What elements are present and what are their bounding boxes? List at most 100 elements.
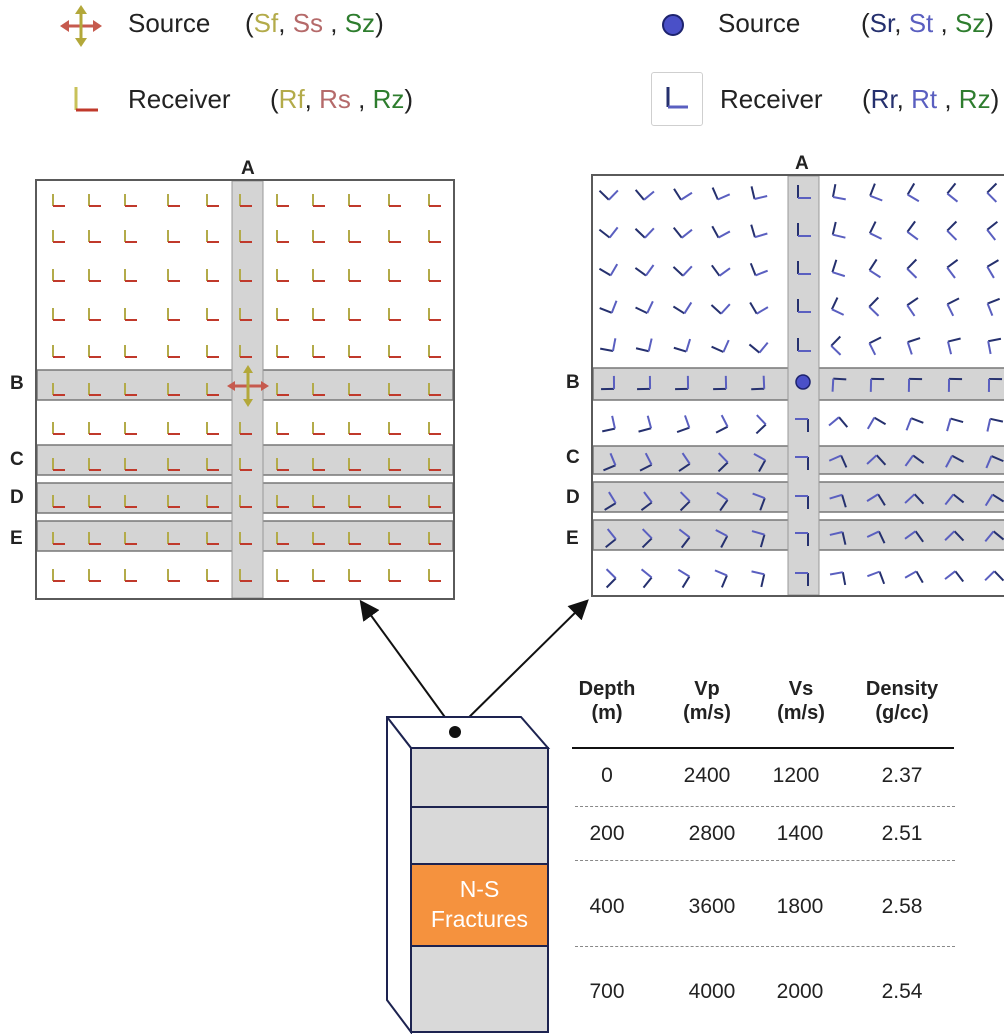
- receiver-l-icon: [88, 308, 101, 321]
- receiver-l-icon: [868, 258, 881, 279]
- header-vp: Vp(m/s): [674, 677, 740, 725]
- receiver-l-icon: [388, 422, 401, 435]
- panel-right-receiver-grid: [593, 176, 1004, 595]
- receiver-l-icon: [52, 569, 65, 582]
- receiver-l-icon: [710, 303, 731, 315]
- filled-circle-icon: [662, 14, 684, 36]
- receiver-l-icon: [276, 194, 289, 207]
- receiver-l-icon: [428, 422, 441, 435]
- header-depth: Depth(m): [568, 677, 646, 725]
- receiver-l-icon: [831, 259, 846, 278]
- receiver-l-icon: [829, 571, 847, 586]
- receiver-l-icon: [868, 336, 882, 356]
- receiver-l-icon: [74, 87, 98, 112]
- receiver-l-icon: [239, 422, 252, 435]
- receiver-l-icon: [797, 223, 811, 237]
- receiver-l-icon: [239, 569, 252, 582]
- receiver-l-icon: [388, 308, 401, 321]
- receiver-l-icon: [428, 383, 441, 396]
- receiver-l-icon: [167, 345, 180, 358]
- receiver-l-icon: [634, 264, 655, 277]
- component-sr: Sr: [869, 8, 895, 38]
- receiver-l-icon: [641, 528, 653, 549]
- receiver-l-icon: [88, 194, 101, 207]
- header-line2: (m/s): [777, 702, 825, 724]
- panel-left-line-label-c: C: [10, 449, 24, 470]
- receiver-l-icon: [312, 569, 325, 582]
- receiver-l-icon: [388, 458, 401, 471]
- receiver-l-icon: [828, 454, 848, 468]
- fracture-layer: [410, 863, 549, 947]
- receiver-l-icon: [985, 455, 1004, 469]
- receiver-l-icon: [904, 570, 924, 584]
- receiver-l-icon: [605, 528, 617, 549]
- receiver-l-icon: [312, 495, 325, 508]
- receiver-l-icon: [206, 345, 219, 358]
- receiver-l-icon: [206, 569, 219, 582]
- receiver-l-icon: [672, 227, 693, 239]
- layer-2: [410, 806, 549, 865]
- paren-close: ): [404, 84, 414, 114]
- receiver-l-icon: [52, 383, 65, 396]
- receiver-l-icon: [750, 186, 768, 200]
- cell-density: 2.54: [881, 980, 923, 1003]
- component-sf: Sf: [253, 8, 279, 38]
- receiver-l-icon: [388, 269, 401, 282]
- receiver-l-icon: [866, 416, 887, 430]
- receiver-l-icon: [904, 530, 924, 543]
- receiver-l-icon: [88, 569, 101, 582]
- receiver-l-icon: [755, 414, 767, 435]
- receiver-l-icon: [635, 338, 653, 353]
- header-line2: (g/cc): [875, 702, 929, 724]
- receiver-l-icon: [124, 194, 137, 207]
- receiver-l-icon: [88, 345, 101, 358]
- receiver-l-icon: [829, 531, 847, 545]
- receiver-l-icon: [748, 341, 769, 354]
- receiver-l-icon: [904, 493, 925, 505]
- paren-open: (: [862, 84, 871, 114]
- component-ss: Ss: [292, 8, 324, 38]
- receiver-l-icon: [907, 377, 923, 392]
- receiver-l-icon: [906, 297, 919, 317]
- receiver-l-icon: [124, 383, 137, 396]
- cell-vp: 4000: [688, 980, 736, 1003]
- receiver-l-icon: [276, 383, 289, 396]
- receiver-l-icon: [869, 377, 885, 392]
- component-rz: Rz: [372, 84, 405, 114]
- receiver-l-icon: [348, 345, 361, 358]
- receiver-l-icon: [428, 194, 441, 207]
- sep: ,: [304, 84, 320, 114]
- receiver-l-icon: [124, 422, 137, 435]
- receiver-l-icon: [634, 189, 655, 201]
- receiver-l-icon: [388, 569, 401, 582]
- legend-receiver-components: (Rf, Rs , Rz): [270, 84, 413, 114]
- receiver-l-icon: [795, 532, 809, 546]
- paren-close: ): [985, 8, 994, 38]
- cell-density: 2.58: [881, 895, 923, 918]
- receiver-l-icon: [795, 572, 809, 586]
- receiver-l-icon: [206, 194, 219, 207]
- row-divider: [575, 946, 955, 947]
- receiver-l-icon: [312, 458, 325, 471]
- receiver-l-icon: [88, 383, 101, 396]
- receiver-l-icon: [348, 383, 361, 396]
- receiver-l-icon: [751, 375, 766, 391]
- receiver-l-icon: [388, 383, 401, 396]
- receiver-l-icon: [829, 493, 847, 508]
- receiver-l-icon: [752, 492, 766, 511]
- header-line2: (m/s): [683, 702, 731, 724]
- receiver-l-icon: [797, 261, 811, 275]
- source-circle-icon: [795, 374, 811, 390]
- receiver-l-icon: [904, 454, 925, 467]
- cell-depth: 400: [589, 895, 625, 918]
- receiver-l-icon: [167, 308, 180, 321]
- receiver-l-icon: [679, 491, 691, 512]
- receiver-l-icon: [348, 308, 361, 321]
- receiver-l-icon: [868, 296, 880, 317]
- receiver-l-icon: [677, 568, 691, 589]
- paren-close: ): [990, 84, 1000, 114]
- receiver-l-icon: [348, 458, 361, 471]
- receiver-l-icon: [124, 569, 137, 582]
- receiver-l-icon: [206, 532, 219, 545]
- receiver-l-icon: [88, 532, 101, 545]
